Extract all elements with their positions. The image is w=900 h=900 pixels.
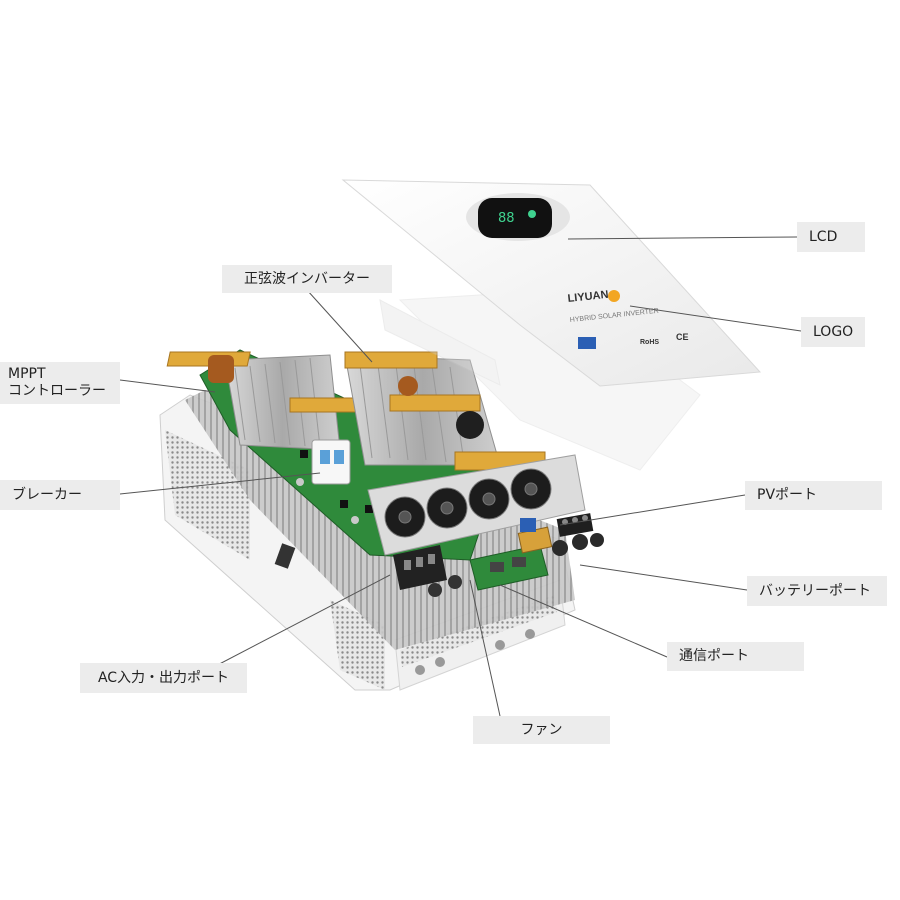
ac-terminal-block [393, 545, 462, 597]
fan-3 [468, 478, 510, 520]
leader-battery [579, 564, 748, 591]
label-logo: LOGO [801, 317, 865, 347]
label-pv-port: PVポート [745, 481, 882, 510]
label-mppt-line2: コントローラー [8, 383, 106, 399]
leader-ac [205, 574, 391, 672]
label-battery-port: バッテリーポート [747, 576, 887, 606]
label-comm-port: 通信ポート [667, 642, 804, 671]
fan-4 [510, 468, 552, 510]
leader-lcd [567, 236, 798, 240]
label-lcd: LCD [797, 222, 865, 252]
brand-text: LIYUAN [567, 289, 609, 305]
leader-mppt [119, 379, 216, 393]
inner-cover-ghost [379, 289, 701, 471]
leader-pv [559, 494, 746, 526]
pv-port-terminals [520, 513, 594, 537]
label-mppt-controller: MPPT コントローラー [0, 362, 120, 404]
leader-sine-inverter [306, 289, 373, 363]
cert-marks: RoHS CE [578, 332, 689, 349]
leader-lines [119, 236, 802, 717]
leader-comm [499, 584, 668, 658]
svg-text:CE: CE [676, 332, 689, 342]
label-ac-port: AC入力・出力ポート [80, 663, 247, 693]
label-fan: ファン [473, 716, 610, 744]
fan-assembly [367, 454, 586, 556]
comm-port-board [469, 544, 549, 591]
leader-logo [629, 305, 802, 332]
front-cover: 88 LIYUAN HYBRID SOLAR INVERTER RoHS CE [341, 179, 762, 387]
leader-fan [469, 579, 501, 717]
label-mppt-line1: MPPT [8, 366, 46, 382]
breaker [311, 439, 351, 485]
fan-1 [384, 496, 426, 538]
lcd-display: 88 [466, 193, 570, 241]
label-sine-inverter: 正弦波インバーター [222, 265, 392, 293]
mppt-heatsink [166, 351, 359, 451]
fan-2 [426, 487, 468, 529]
label-breaker: ブレーカー [0, 480, 120, 510]
leader-breaker [119, 472, 321, 495]
svg-text:88: 88 [498, 211, 515, 226]
svg-text:RoHS: RoHS [640, 339, 659, 346]
battery-port-terminals [517, 526, 604, 556]
